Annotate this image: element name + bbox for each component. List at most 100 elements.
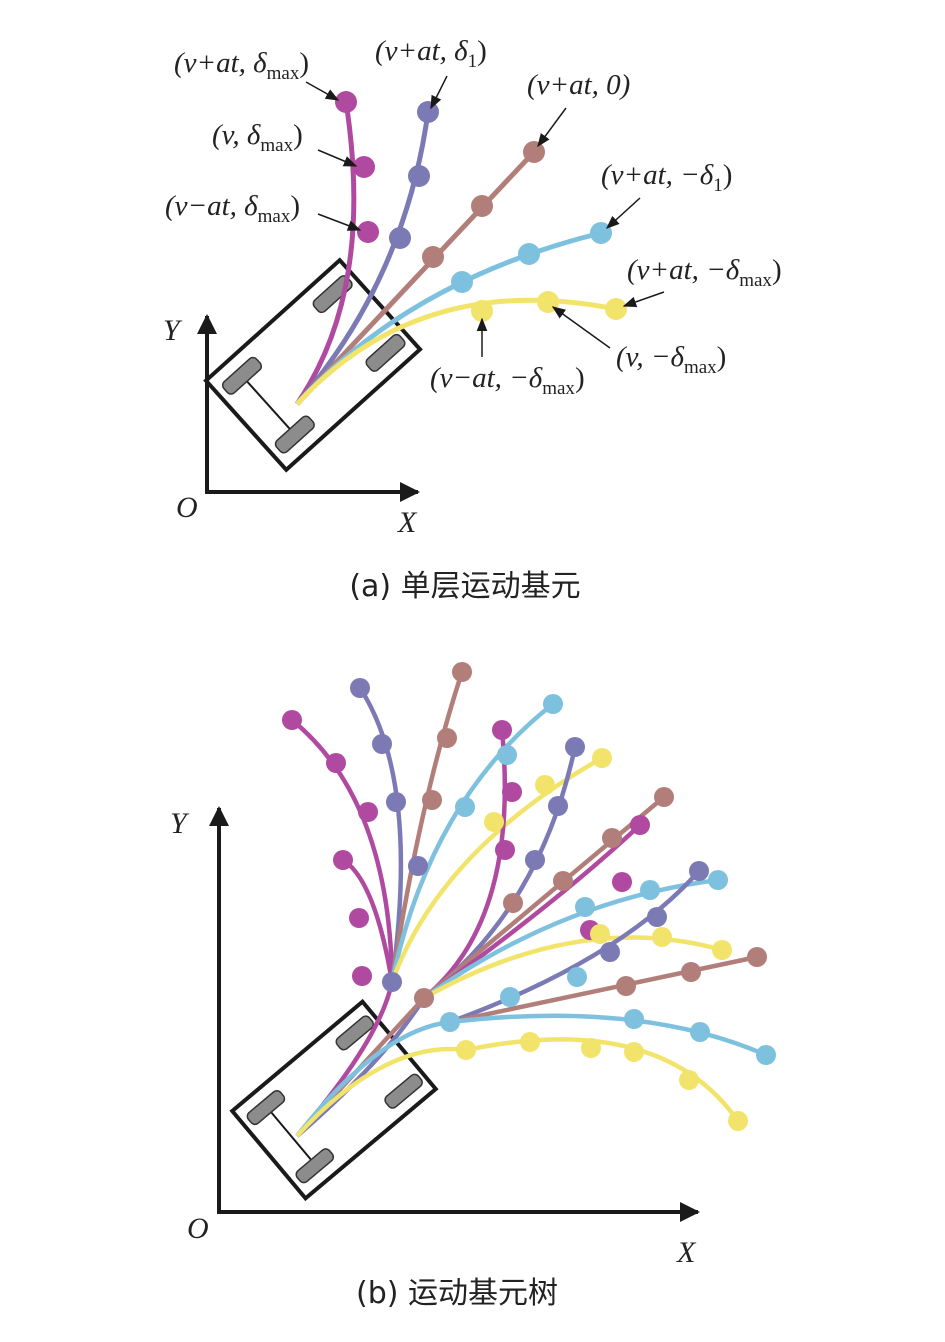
- vehicle-rear-axle: [244, 379, 292, 432]
- panel-b-x-label: X: [676, 1236, 697, 1269]
- node-dot: [389, 227, 411, 249]
- tree-trajectory: [422, 877, 719, 1000]
- node-dot: [518, 243, 540, 265]
- leader-arrow: [430, 75, 448, 110]
- panel-b-dots: [282, 662, 776, 1131]
- leader-arrow: [317, 149, 358, 167]
- panel-b-vehicle: [229, 998, 439, 1202]
- panel-b-primitive-tree: Y X O: [170, 662, 776, 1311]
- label-v-dmax: (v, δmax): [212, 119, 303, 156]
- tree-trajectory: [422, 795, 666, 1000]
- node-dot: [417, 101, 439, 123]
- tree-trajectory: [389, 702, 555, 983]
- node-dot: [654, 787, 674, 807]
- label-v-minus-at-neg-dmax: (v−at, −δmax): [430, 362, 585, 399]
- panel-b-y-label: Y: [170, 807, 190, 840]
- node-dot: [495, 840, 515, 860]
- node-dot: [358, 802, 378, 822]
- node-dot: [612, 872, 632, 892]
- tree-trajectory: [358, 686, 404, 983]
- node-dot: [353, 156, 375, 178]
- node-dot: [326, 753, 346, 773]
- node-dot: [690, 1022, 710, 1042]
- panel-a-x-label: X: [397, 506, 418, 539]
- node-dot: [503, 893, 523, 913]
- tree-trajectory: [290, 718, 395, 983]
- node-dot: [350, 678, 370, 698]
- wheel-front-right: [384, 1073, 423, 1109]
- node-dot: [525, 850, 545, 870]
- node-dot: [520, 1032, 540, 1052]
- panel-b-caption: (b) 运动基元树: [356, 1276, 558, 1311]
- label-v-plus-at-neg-dmax: (v+at, −δmax): [627, 254, 782, 291]
- node-dot: [581, 1038, 601, 1058]
- node-dot: [455, 797, 475, 817]
- node-dot: [497, 745, 517, 765]
- node-dot: [382, 972, 402, 992]
- node-dot: [386, 792, 406, 812]
- wheel-front-right: [365, 333, 406, 372]
- node-dot: [602, 828, 622, 848]
- node-dot: [335, 91, 357, 113]
- wheel-front-left: [335, 1015, 375, 1051]
- panel-a-single-layer: Y X O: [163, 35, 782, 604]
- node-dot: [567, 967, 587, 987]
- node-dot: [535, 775, 555, 795]
- vehicle-body: [203, 257, 423, 473]
- panel-a-leaders: [305, 75, 665, 357]
- tree-trajectory: [389, 671, 465, 983]
- leader-arrow: [317, 213, 362, 231]
- node-dot: [548, 796, 568, 816]
- node-dot: [422, 790, 442, 810]
- node-dot: [630, 815, 650, 835]
- tree-trajectory: [295, 1019, 451, 1138]
- node-dot: [543, 694, 563, 714]
- tree-trajectory: [422, 729, 508, 1000]
- node-dot: [679, 1070, 699, 1090]
- vehicle-body: [229, 998, 439, 1202]
- node-dot: [333, 850, 353, 870]
- node-dot: [408, 856, 428, 876]
- wheel-rear-right: [295, 1148, 335, 1184]
- node-dot: [437, 728, 457, 748]
- leader-arrow: [537, 107, 567, 148]
- node-dot: [553, 871, 573, 891]
- node-dot: [624, 1042, 644, 1062]
- node-dot: [452, 662, 472, 682]
- panel-b-trajectories-layer1: [295, 981, 467, 1138]
- node-dot: [500, 987, 520, 1007]
- tree-trajectory: [449, 954, 758, 1025]
- panel-a-vehicle: [203, 257, 423, 473]
- node-dot: [575, 897, 595, 917]
- vehicle-rear-axle: [269, 1110, 313, 1162]
- tree-trajectory: [449, 1013, 767, 1058]
- label-v-plus-at-d1: (v+at, δ1): [375, 35, 487, 72]
- node-dot: [590, 222, 612, 244]
- leader-arrow: [551, 306, 611, 349]
- label-v-plus-at-dmax: (v+at, δmax): [174, 47, 309, 84]
- panel-a-y-label: Y: [163, 314, 183, 347]
- panel-b-trajectories-layer2: [290, 671, 767, 1123]
- leader-arrow: [622, 291, 665, 308]
- node-dot: [471, 195, 493, 217]
- tree-trajectory: [449, 869, 701, 1025]
- node-dot: [456, 1040, 476, 1060]
- node-dot: [728, 1111, 748, 1131]
- node-dot: [282, 710, 302, 730]
- leader-arrow: [606, 197, 641, 229]
- node-dot: [640, 880, 660, 900]
- panel-a-trajectories: [294, 101, 617, 406]
- tree-trajectory: [422, 935, 723, 1000]
- node-dot: [471, 300, 493, 322]
- tree-trajectory: [295, 1046, 467, 1138]
- trajectory-steer-1: [295, 111, 431, 406]
- label-v-plus-at-neg-d1: (v+at, −δ1): [601, 159, 732, 196]
- wheel-rear-left: [246, 1089, 286, 1126]
- panel-b-origin-label: O: [187, 1212, 209, 1245]
- label-v-minus-at-dmax: (v−at, δmax): [165, 190, 300, 227]
- node-dot: [440, 1012, 460, 1032]
- panel-a-origin-label: O: [176, 491, 198, 524]
- panel-a-dots: [335, 91, 627, 322]
- node-dot: [590, 924, 610, 944]
- node-dot: [565, 737, 585, 757]
